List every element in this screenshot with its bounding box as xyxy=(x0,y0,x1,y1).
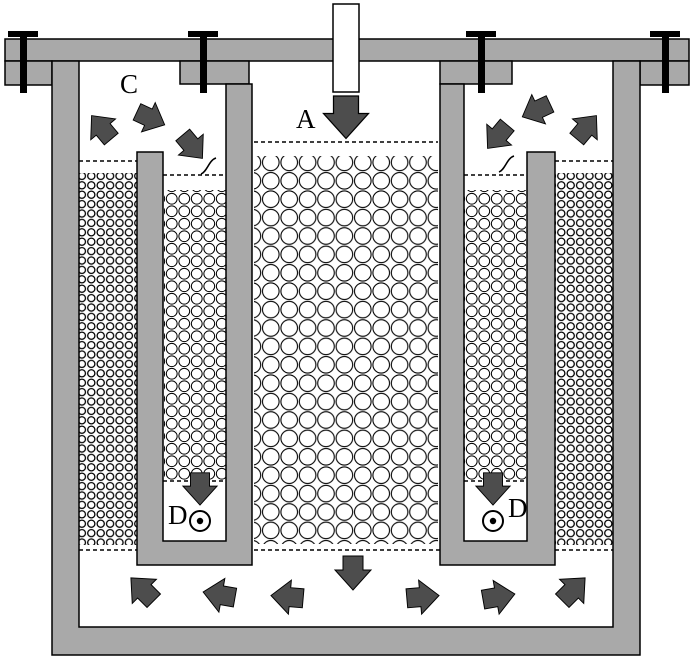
label-d-left: D xyxy=(168,500,188,530)
flow-arrow-icon xyxy=(175,128,204,159)
flow-arrows xyxy=(90,93,598,616)
flow-arrow-icon xyxy=(90,115,119,146)
left-u-baffle xyxy=(136,83,253,566)
bolt-icon xyxy=(466,31,496,93)
central-packed-bed xyxy=(254,156,438,544)
right-u-baffle xyxy=(439,83,556,566)
flow-arrow-icon xyxy=(569,115,598,146)
label-c: C xyxy=(120,69,138,99)
flow-arrow-icon xyxy=(554,577,586,609)
flow-arrow-icon xyxy=(322,95,370,140)
left-baffle-hanger xyxy=(179,60,250,85)
flow-arrow-icon xyxy=(130,577,162,609)
bolts xyxy=(8,31,680,93)
right-baffle-hanger xyxy=(439,60,513,85)
bolt-icon xyxy=(188,31,218,93)
right-level-mark xyxy=(498,155,515,173)
outlet-port-left-icon xyxy=(189,510,211,532)
label-a: A xyxy=(296,104,316,134)
flow-arrow-icon xyxy=(486,118,515,149)
flow-arrow-icon xyxy=(405,579,440,616)
left-outer-packed-bed xyxy=(79,173,137,545)
flow-arrow-icon xyxy=(521,93,555,125)
label-d-right: D xyxy=(508,493,528,523)
outlet-port-right-icon xyxy=(482,510,504,532)
packed-beds xyxy=(79,156,613,545)
flow-arrow-icon xyxy=(480,579,516,616)
flow-arrow-icon xyxy=(202,577,238,614)
right-outer-packed-bed xyxy=(555,173,613,545)
feed-inlet-tube xyxy=(332,3,360,93)
flow-arrow-icon xyxy=(474,472,512,506)
bolt-icon xyxy=(8,31,38,93)
left-flange xyxy=(4,60,53,86)
outer-vessel-wall xyxy=(51,60,641,656)
flow-arrow-icon xyxy=(181,472,219,506)
bolt-icon xyxy=(650,31,680,93)
flow-arrow-icon xyxy=(132,101,166,133)
left-level-mark xyxy=(200,157,217,175)
left-inner-packed-bed xyxy=(164,190,226,480)
flow-arrow-icon xyxy=(270,579,305,616)
flow-arrow-icon xyxy=(333,555,373,591)
right-inner-packed-bed xyxy=(464,190,526,480)
outlet-ports xyxy=(189,510,504,532)
